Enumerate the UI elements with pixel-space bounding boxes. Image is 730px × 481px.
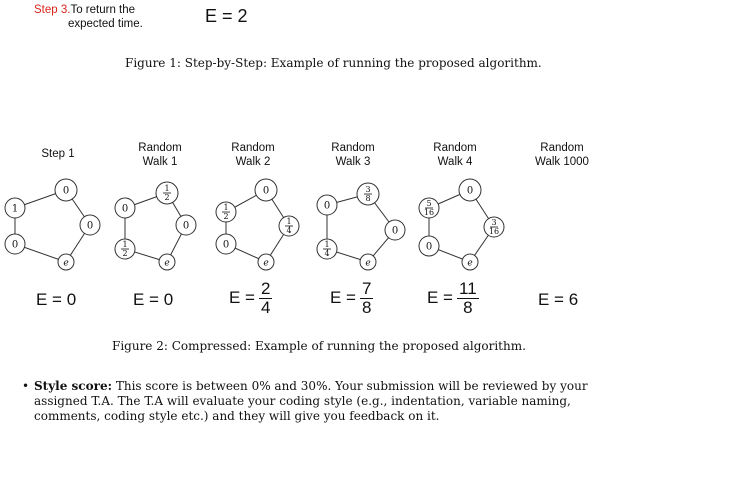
- graph-node: [79, 214, 101, 236]
- graph-node: [418, 235, 440, 257]
- graph-node: [257, 253, 275, 271]
- node-fraction-numerator: 1: [286, 217, 291, 226]
- step-3-note: Step 3.To return the expected time.: [34, 3, 143, 31]
- graph-node: [458, 178, 482, 202]
- bullet-label: Style score:: [34, 379, 113, 393]
- graph-node: [316, 194, 338, 216]
- bullet-icon: •: [22, 379, 30, 393]
- bullet-text: Style score: This score is between 0% an…: [22, 379, 612, 424]
- node-label: 0: [63, 186, 69, 197]
- node-label: 0: [392, 226, 398, 237]
- graph-node: [54, 178, 78, 202]
- result-walk-1000: E = 6: [538, 290, 579, 309]
- node-label: e: [263, 259, 268, 269]
- step-3-text-line1: To return the: [70, 4, 136, 16]
- node-label: 0: [324, 201, 330, 212]
- graph-step-1: 1 0 0 e 0: [4, 178, 101, 271]
- expected-value: E = 2: [205, 6, 248, 26]
- node-fraction-denominator: 2: [164, 193, 169, 202]
- node-fraction-denominator: 16: [424, 208, 434, 217]
- bullet-body: This score is between 0% and 30%. Your s…: [34, 379, 588, 423]
- node-fraction-numerator: 1: [164, 184, 169, 193]
- graph-node: [384, 219, 406, 241]
- node-label: 0: [87, 221, 93, 232]
- result-walk-1: E = 0: [133, 290, 174, 309]
- style-score-bullet: • Style score: This score is between 0% …: [22, 379, 612, 424]
- node-fraction-denominator: 2: [223, 212, 228, 221]
- node-fraction-numerator: 5: [426, 199, 431, 208]
- graph-node: [4, 197, 26, 219]
- graph-node: [461, 253, 479, 271]
- graph-node: [254, 178, 278, 202]
- node-label: e: [164, 259, 169, 269]
- node-label: 0: [12, 240, 18, 251]
- column-header-step-1: Step 1: [41, 148, 75, 160]
- node-fraction-denominator: 4: [286, 226, 291, 235]
- graph-walk-3: 0 38 0 e 14: [316, 182, 406, 271]
- node-fraction-denominator: 2: [122, 249, 127, 258]
- column-header-walk-3: Random Walk 3: [331, 142, 375, 168]
- node-fraction-numerator: 1: [122, 240, 127, 249]
- figure-2-caption: Figure 2: Compressed: Example of running…: [112, 339, 526, 353]
- column-header-walk-1000: Random Walk 1000: [535, 142, 589, 168]
- node-fraction-numerator: 3: [491, 218, 496, 227]
- step-3-label: Step 3.: [34, 4, 71, 16]
- node-label: e: [467, 259, 472, 269]
- node-label: 0: [122, 204, 128, 215]
- node-label: e: [365, 259, 370, 269]
- figure-1-caption: Figure 1: Step-by-Step: Example of runni…: [125, 56, 542, 70]
- node-label: 0: [263, 186, 269, 197]
- node-fraction-denominator: 4: [324, 249, 329, 258]
- graph-node: [57, 253, 75, 271]
- graph-node: [4, 233, 26, 255]
- node-label: 1: [12, 204, 18, 215]
- column-header-walk-2: Random Walk 2: [231, 142, 275, 168]
- node-fraction-denominator: 16: [489, 227, 499, 236]
- node-fraction-denominator: 8: [365, 194, 370, 203]
- node-label: 0: [426, 242, 432, 253]
- result-step-1: E = 0: [36, 290, 77, 309]
- graph-node: [359, 253, 377, 271]
- node-label: e: [63, 259, 68, 269]
- node-fraction-numerator: 3: [365, 185, 370, 194]
- step-3-text-line2: expected time.: [68, 18, 143, 30]
- node-label: 0: [467, 186, 473, 197]
- column-header-walk-4: Random Walk 4: [433, 142, 477, 168]
- node-label: 0: [223, 240, 229, 251]
- graph-node: [175, 214, 197, 236]
- graph-node: [215, 233, 237, 255]
- graph-node: [158, 253, 176, 271]
- node-fraction-numerator: 1: [324, 240, 329, 249]
- node-fraction-numerator: 1: [223, 203, 228, 212]
- column-header-walk-1: Random Walk 1: [138, 142, 182, 168]
- node-label: 0: [183, 221, 189, 232]
- graph-node: [114, 197, 136, 219]
